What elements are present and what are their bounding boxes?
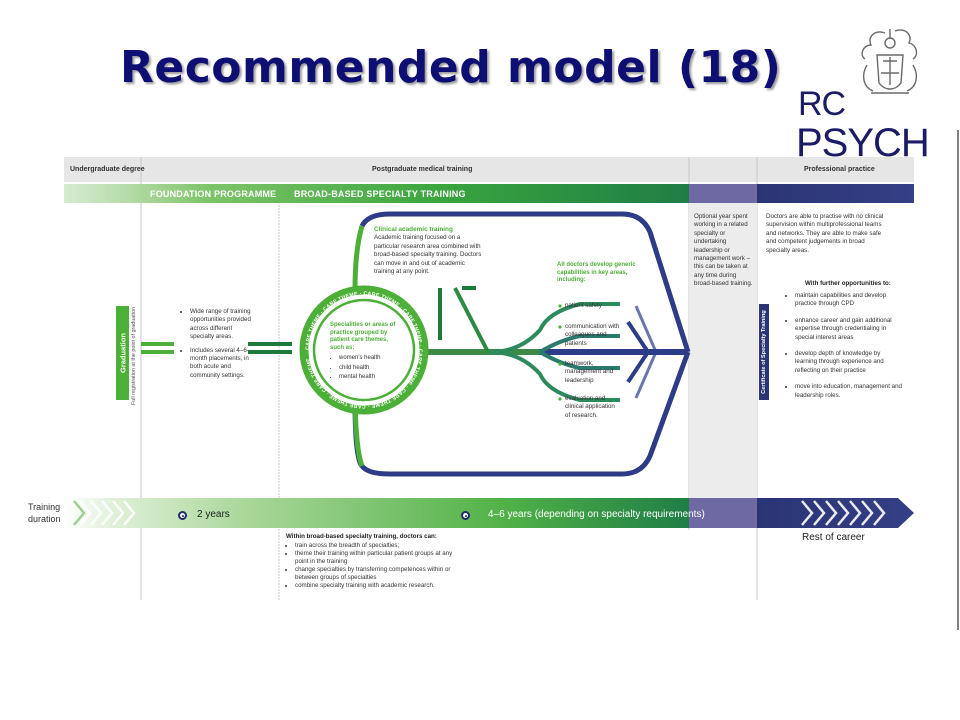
foundation-description: Wide range of training opportunities pro…: [181, 308, 251, 385]
professional-intro: Doctors are able to practise with no cli…: [766, 213, 884, 254]
care-theme-item: women's health: [339, 355, 402, 363]
logo-psych: PSYCH: [796, 121, 930, 165]
clinical-academic-body: Academic training focused on a particula…: [374, 234, 482, 276]
duration-four-six-years: 4–6 years (depending on specialty requir…: [488, 509, 705, 520]
band-foundation: FOUNDATION PROGRAMME: [150, 189, 277, 199]
ring-word-4: CARE THEME: [401, 308, 423, 344]
training-duration-label: Training duration: [28, 502, 61, 524]
within-item: combine specialty training with academic…: [295, 582, 456, 590]
duration-two-years: 2 years: [197, 509, 230, 520]
header-undergraduate: Undergraduate degree: [70, 166, 145, 173]
clinical-academic-heading: Clinical academic training: [374, 226, 453, 233]
duration-rest-of-career: Rest of career: [802, 532, 865, 543]
professional-item: maintain capabilities and develop practi…: [795, 292, 904, 309]
generic-item-2: communication with colleagues and patien…: [565, 323, 620, 347]
care-theme-heading: Specialities or areas of practice groupe…: [330, 322, 396, 351]
generic-item-1: patient safety: [565, 302, 602, 309]
professional-item: develop depth of knowledge by learning t…: [795, 350, 904, 375]
care-theme-text: Specialities or areas of practice groupe…: [330, 322, 402, 384]
care-theme-item: mental health: [339, 374, 402, 382]
within-heading: Within broad-based specialty training, d…: [286, 533, 437, 540]
ring-word-3: CARE THEME: [363, 291, 400, 309]
within-item: change specialties by transferring compe…: [295, 566, 456, 582]
timeline-dot-1: [178, 511, 187, 520]
ring-word-2: CARE THEME: [322, 291, 358, 312]
ring-word-6: CARE THEME: [371, 387, 407, 409]
professional-item: move into education, management and lead…: [795, 383, 904, 400]
ring-word-7: CARE THEME: [328, 392, 365, 409]
ring-word-8: CARE THEME: [306, 357, 328, 393]
generic-item-4: evaluation and clinical application of r…: [565, 395, 615, 419]
logo-rc: RC: [798, 85, 846, 123]
within-broad-based: Within broad-based specialty training, d…: [286, 533, 456, 590]
clinical-academic-box: Clinical academic training Academic trai…: [374, 226, 486, 276]
timeline-dot-2: [461, 511, 470, 520]
crest-icon: [861, 29, 918, 94]
generic-item-3: teamwork, management and leadership: [565, 360, 614, 384]
ring-word-5: CARE THEME: [406, 349, 423, 386]
header-postgraduate: Postgraduate medical training: [372, 166, 473, 173]
professional-further-heading: With further opportunities to:: [805, 280, 891, 287]
generic-capabilities: All doctors develop generic capabilities…: [557, 262, 657, 285]
generic-heading: All doctors develop generic capabilities…: [557, 262, 636, 284]
care-theme-ring: CARE THEME · CARE THEME · CARE THEME · C…: [305, 291, 423, 409]
band-broad-based: BROAD-BASED SPECIALTY TRAINING: [294, 189, 466, 199]
rcpsych-logo: RC PSYCH: [795, 25, 930, 163]
within-item: train across the breadth of specialties;: [295, 542, 456, 550]
certificate-label: Certificate of Specialty Training: [761, 310, 767, 394]
header-professional: Professional practice: [804, 166, 875, 173]
professional-items: maintain capabilities and develop practi…: [786, 292, 904, 408]
slide-title: Recommended model (18): [120, 42, 782, 93]
graduation-label: Graduation: [118, 332, 128, 374]
graduation-bar: Graduation: [117, 306, 129, 400]
foundation-item-1: Wide range of training opportunities pro…: [190, 308, 251, 342]
professional-item: enhance career and gain additional exper…: [795, 317, 904, 342]
within-item: theme their training within particular p…: [295, 550, 456, 566]
care-theme-item: child health: [339, 365, 402, 373]
ring-word-1: CARE THEME: [305, 313, 323, 350]
graduation-sub: Full registration at the point of gradua…: [131, 307, 137, 405]
optional-year-text: Optional year spent working in a related…: [694, 213, 753, 288]
foundation-item-2: Includes several 4–6-month placements, i…: [190, 347, 251, 381]
